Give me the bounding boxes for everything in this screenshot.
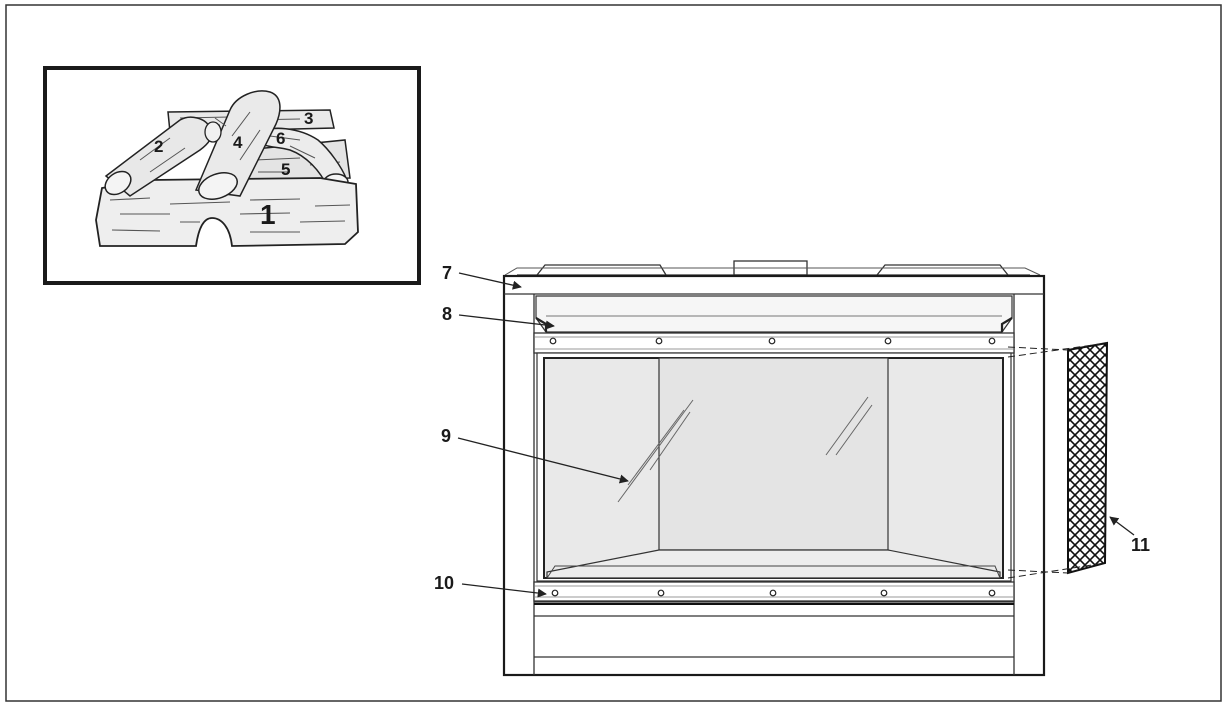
upper-louver (535, 295, 1013, 333)
log-label-6: 6 (276, 129, 285, 148)
glass-glare (617, 399, 694, 503)
page-border (5, 4, 1222, 702)
log-1-shape (95, 177, 359, 247)
callout-8: 8 (442, 304, 555, 330)
rivet (549, 337, 557, 345)
log-label-1: 1 (260, 199, 276, 230)
rivet (769, 589, 777, 597)
callout-label-11: 11 (1131, 535, 1150, 555)
top-vent-left (536, 264, 667, 276)
log-label-2: 2 (154, 137, 163, 156)
rivet (551, 589, 559, 597)
rivet (988, 589, 996, 597)
log-label-5: 5 (281, 160, 290, 179)
callout-label-7: 7 (442, 263, 452, 283)
mesh-screen (1007, 341, 1109, 579)
rivet (880, 589, 888, 597)
glass-glare (825, 396, 873, 456)
callout-label-8: 8 (442, 304, 452, 324)
callout-9: 9 (441, 426, 629, 484)
lower-louver (534, 601, 1014, 658)
callout-label-9: 9 (441, 426, 451, 446)
mesh-screen-guide-lines (1007, 342, 1108, 579)
rivet (657, 589, 665, 597)
log-label-4: 4 (233, 133, 243, 152)
callout-label-10: 10 (434, 573, 454, 593)
callout-7: 7 (442, 263, 522, 290)
log-set-inset: 1 2 3 4 5 6 (43, 66, 421, 285)
rivet (988, 337, 996, 345)
log-4-shape (194, 90, 281, 200)
callout-11: 11 (1109, 516, 1150, 555)
callout-10: 10 (434, 573, 547, 598)
rivet (768, 337, 776, 345)
rivet (655, 337, 663, 345)
firebox-back-panel (658, 357, 889, 551)
rivet (884, 337, 892, 345)
top-vent-right (876, 264, 1009, 276)
fireplace-unit (502, 260, 1046, 677)
log-label-3: 3 (304, 109, 313, 128)
